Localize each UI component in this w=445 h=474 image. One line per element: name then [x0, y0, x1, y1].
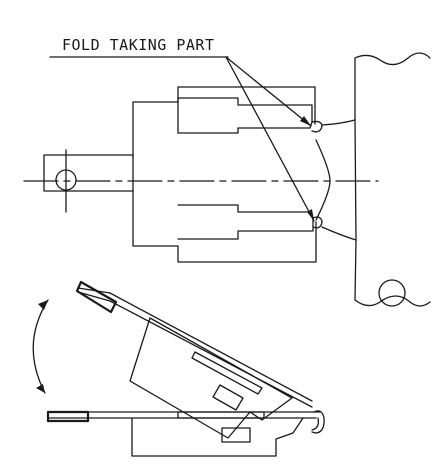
tilted-slot-upper: [191, 351, 263, 395]
pivot-arc: [32, 299, 49, 394]
receptacle-throat: [315, 139, 331, 221]
flat-end-block: [46, 410, 90, 423]
panel-hole: [378, 279, 406, 307]
leader-line-upper: [225, 56, 312, 127]
mounting-hole: [55, 169, 77, 191]
flat-slot-upper: [177, 411, 265, 419]
pivot-arrow-head-top: [38, 300, 48, 310]
flat-body: [131, 417, 304, 457]
upper-slot: [177, 97, 313, 134]
flat-slot-lower: [221, 427, 251, 443]
flat-curled-tip-inner: [311, 417, 320, 431]
body-outline-top: [132, 86, 316, 158]
fold-hook-upper: [311, 120, 323, 133]
mounting-tab: [43, 154, 134, 192]
top-view: [23, 52, 431, 307]
flat-curled-tip: [311, 410, 325, 434]
fold-hook-lower: [312, 216, 323, 229]
tilted-slot-lower: [212, 384, 244, 411]
pivot-arrow: [32, 299, 49, 394]
tilted-end-block: [75, 280, 118, 314]
panel-top-break: [354, 52, 431, 121]
lower-slot: [177, 204, 314, 240]
fold-taking-part-label: FOLD TAKING PART: [62, 36, 215, 54]
body-outline-bottom: [132, 189, 317, 263]
pivot-arrow-head-bottom: [36, 384, 45, 393]
receptacle-jaw: [321, 119, 357, 241]
tilted-plate-top: [77, 287, 313, 402]
leader-line-lower: [225, 56, 315, 222]
leader-arrow-upper: [300, 116, 311, 126]
tilted-connector: [75, 280, 313, 439]
flat-connector: [46, 410, 325, 457]
fold-taking-part-callout: FOLD TAKING PART: [49, 36, 315, 222]
panel-bottom-break: [354, 239, 431, 307]
